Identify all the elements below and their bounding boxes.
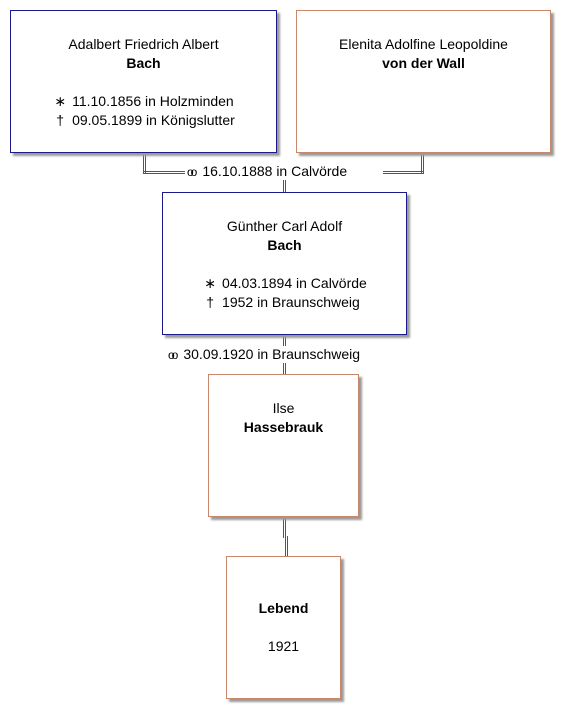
parents-to-person-line — [283, 180, 286, 193]
birth-icon: ∗ — [54, 93, 67, 109]
mother-connector — [421, 152, 424, 174]
spouse-given-name: Ilse — [272, 400, 295, 416]
father-surname: Bach — [126, 55, 161, 71]
marriage-label-person: oo 30.09.1920 in Braunschweig — [166, 346, 363, 363]
person-surname: Bach — [267, 237, 302, 253]
marriage-rings-icon: oo — [168, 348, 179, 362]
person-death: † 1952 in Braunschweig — [202, 293, 367, 312]
father-marriage-line — [143, 171, 185, 174]
spouse-to-child-line-top — [283, 516, 286, 538]
father-death: † 09.05.1899 in Königslutter — [52, 111, 235, 130]
mother-marriage-line — [383, 171, 424, 174]
marriage-label-parents: oo 16.10.1888 in Calvörde — [185, 163, 350, 180]
father-death-text: 09.05.1899 in Königslutter — [72, 112, 235, 128]
child-status: Lebend — [258, 600, 309, 616]
person-dates: ∗ 04.03.1894 in Calvörde † 1952 in Braun… — [202, 274, 367, 312]
person-birth-text: 04.03.1894 in Calvörde — [222, 275, 367, 291]
father-given-name: Adalbert Friedrich Albert — [68, 36, 219, 52]
spouse-card[interactable]: Ilse Hassebrauk — [208, 374, 359, 517]
mother-card[interactable]: Elenita Adolfine Leopoldine von der Wall — [296, 10, 551, 153]
mother-given-name: Elenita Adolfine Leopoldine — [339, 36, 508, 52]
father-card[interactable]: Adalbert Friedrich Albert Bach ∗ 11.10.1… — [10, 10, 277, 153]
father-birth: ∗ 11.10.1856 in Holzminden — [52, 92, 235, 111]
marriage-rings-icon: oo — [187, 165, 198, 179]
child-birth-year: 1921 — [267, 638, 300, 654]
birth-icon: ∗ — [204, 275, 217, 291]
father-dates: ∗ 11.10.1856 in Holzminden † 09.05.1899 … — [52, 92, 235, 130]
marriage-date-place: 16.10.1888 in Calvörde — [202, 163, 348, 179]
person-card[interactable]: Günther Carl Adolf Bach ∗ 04.03.1894 in … — [162, 192, 407, 335]
father-connector — [143, 152, 146, 174]
person-given-name: Günther Carl Adolf — [226, 218, 343, 234]
child-card[interactable]: Lebend 1921 — [226, 556, 341, 699]
death-icon: † — [206, 294, 215, 310]
spouse-surname: Hassebrauk — [243, 419, 324, 435]
mother-surname: von der Wall — [382, 55, 465, 71]
death-icon: † — [56, 112, 65, 128]
spouse-to-child-line-bottom — [285, 536, 288, 557]
marriage-date-place: 30.09.1920 in Braunschweig — [183, 346, 361, 362]
person-death-text: 1952 in Braunschweig — [222, 294, 360, 310]
person-birth: ∗ 04.03.1894 in Calvörde — [202, 274, 367, 293]
father-birth-text: 11.10.1856 in Holzminden — [72, 93, 234, 109]
